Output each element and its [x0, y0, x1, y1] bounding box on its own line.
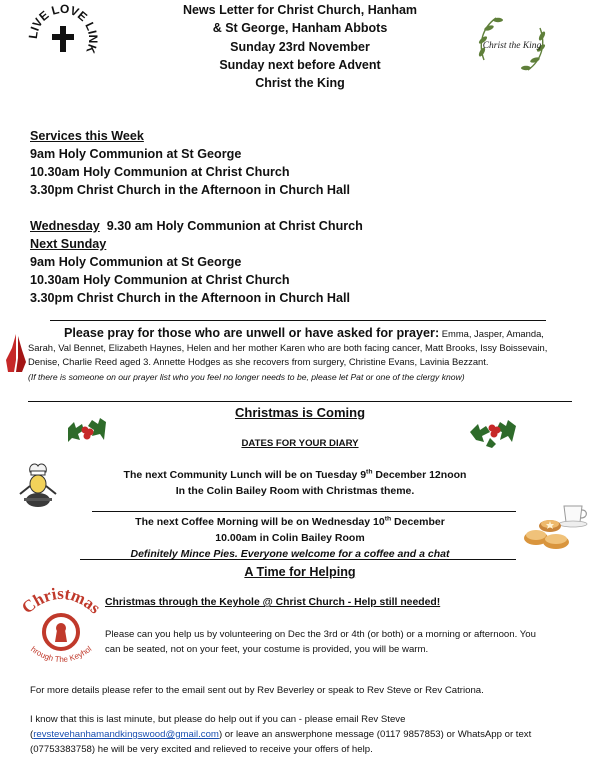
service-line: 10.30am Holy Communion at Christ Church	[30, 273, 290, 287]
dates-heading: DATES FOR YOUR DIARY	[241, 438, 359, 449]
praying-hands-icon	[2, 332, 28, 374]
wednesday-text: 9.30 am Holy Communion at Christ Church	[106, 219, 363, 233]
community-lunch: The next Community Lunch will be on Tues…	[100, 467, 490, 499]
coffee-line-1: The next Coffee Morning will be on Wedne…	[135, 515, 445, 528]
prayer-section: Please pray for those who are unwell or …	[28, 326, 572, 384]
christmas-title: Christmas is Coming	[234, 405, 366, 420]
divider	[92, 511, 516, 512]
divider	[28, 401, 572, 402]
coffee-line-3: Definitely Mince Pies. Everyone welcome …	[130, 548, 450, 560]
keyhole-title: Christmas through the Keyhole @ Christ C…	[105, 597, 441, 608]
prayer-names: Emma, Jasper, Amanda, Sarah, Val Bennet,…	[28, 328, 548, 368]
divider	[50, 320, 546, 321]
logo-right-text: Christ the King	[483, 41, 542, 51]
mince-pies-icon	[522, 498, 592, 556]
prayer-lead: Please pray for those who are unwell or …	[64, 326, 440, 340]
email-link[interactable]: revstevehanhamandkingswood@gmail.com	[33, 729, 219, 740]
details-paragraph: For more details please refer to the ema…	[30, 685, 484, 696]
next-sunday-heading: Next Sunday	[30, 237, 107, 251]
coffee-line-2: 10.00am in Colin Bailey Room	[215, 532, 365, 544]
wednesday-line: Wednesday 9.30 am Holy Communion at Chri…	[30, 217, 363, 235]
keyhole-logo: Christmas Through The Keyhole	[18, 577, 104, 670]
holly-icon	[468, 408, 518, 450]
service-line: 9am Holy Communion at St George	[30, 255, 242, 269]
coffee-morning: The next Coffee Morning will be on Wedne…	[80, 514, 500, 562]
service-line: 3.30pm Christ Church in the Afternoon in…	[30, 183, 350, 197]
christ-the-king-logo: Christ the King	[474, 8, 550, 80]
divider	[80, 559, 516, 560]
newsletter-header: News Letter for Christ Church, Hanham & …	[150, 1, 450, 92]
header-line-5: Christ the King	[255, 76, 345, 91]
header-line-3: Sunday 23rd November	[230, 39, 370, 54]
lunch-line-1: The next Community Lunch will be on Tues…	[123, 468, 467, 481]
header-line-2: & St George, Hanham Abbots	[212, 21, 388, 36]
service-line: 10.30am Holy Communion at Christ Church	[30, 165, 290, 179]
header-line-1: News Letter for Christ Church, Hanham	[182, 3, 418, 17]
services-section: Services this Week 9am Holy Communion at…	[30, 127, 363, 307]
service-line: 9am Holy Communion at St George	[30, 147, 242, 161]
live-love-link-logo: LIVE LOVE LINK	[26, 2, 100, 74]
header-line-4: Sunday next before Advent	[219, 57, 381, 72]
service-line: 3.30pm Christ Church in the Afternoon in…	[30, 291, 350, 305]
wednesday-label: Wednesday	[30, 219, 100, 233]
keyhole-paragraph: Please can you help us by volunteering o…	[105, 629, 536, 655]
helping-title: A Time for Helping	[244, 565, 356, 579]
services-heading: Services this Week	[30, 129, 144, 143]
contact-paragraph: I know that this is last minute, but ple…	[30, 714, 532, 755]
prayer-note: (If there is someone on our prayer list …	[28, 371, 465, 382]
cook-icon	[16, 460, 60, 510]
svg-text:Christmas: Christmas	[22, 584, 100, 618]
holly-icon	[64, 408, 110, 450]
prayer-text: Please pray for those who are unwell or …	[28, 326, 572, 370]
lunch-line-2: In the Colin Bailey Room with Christmas …	[175, 485, 415, 497]
